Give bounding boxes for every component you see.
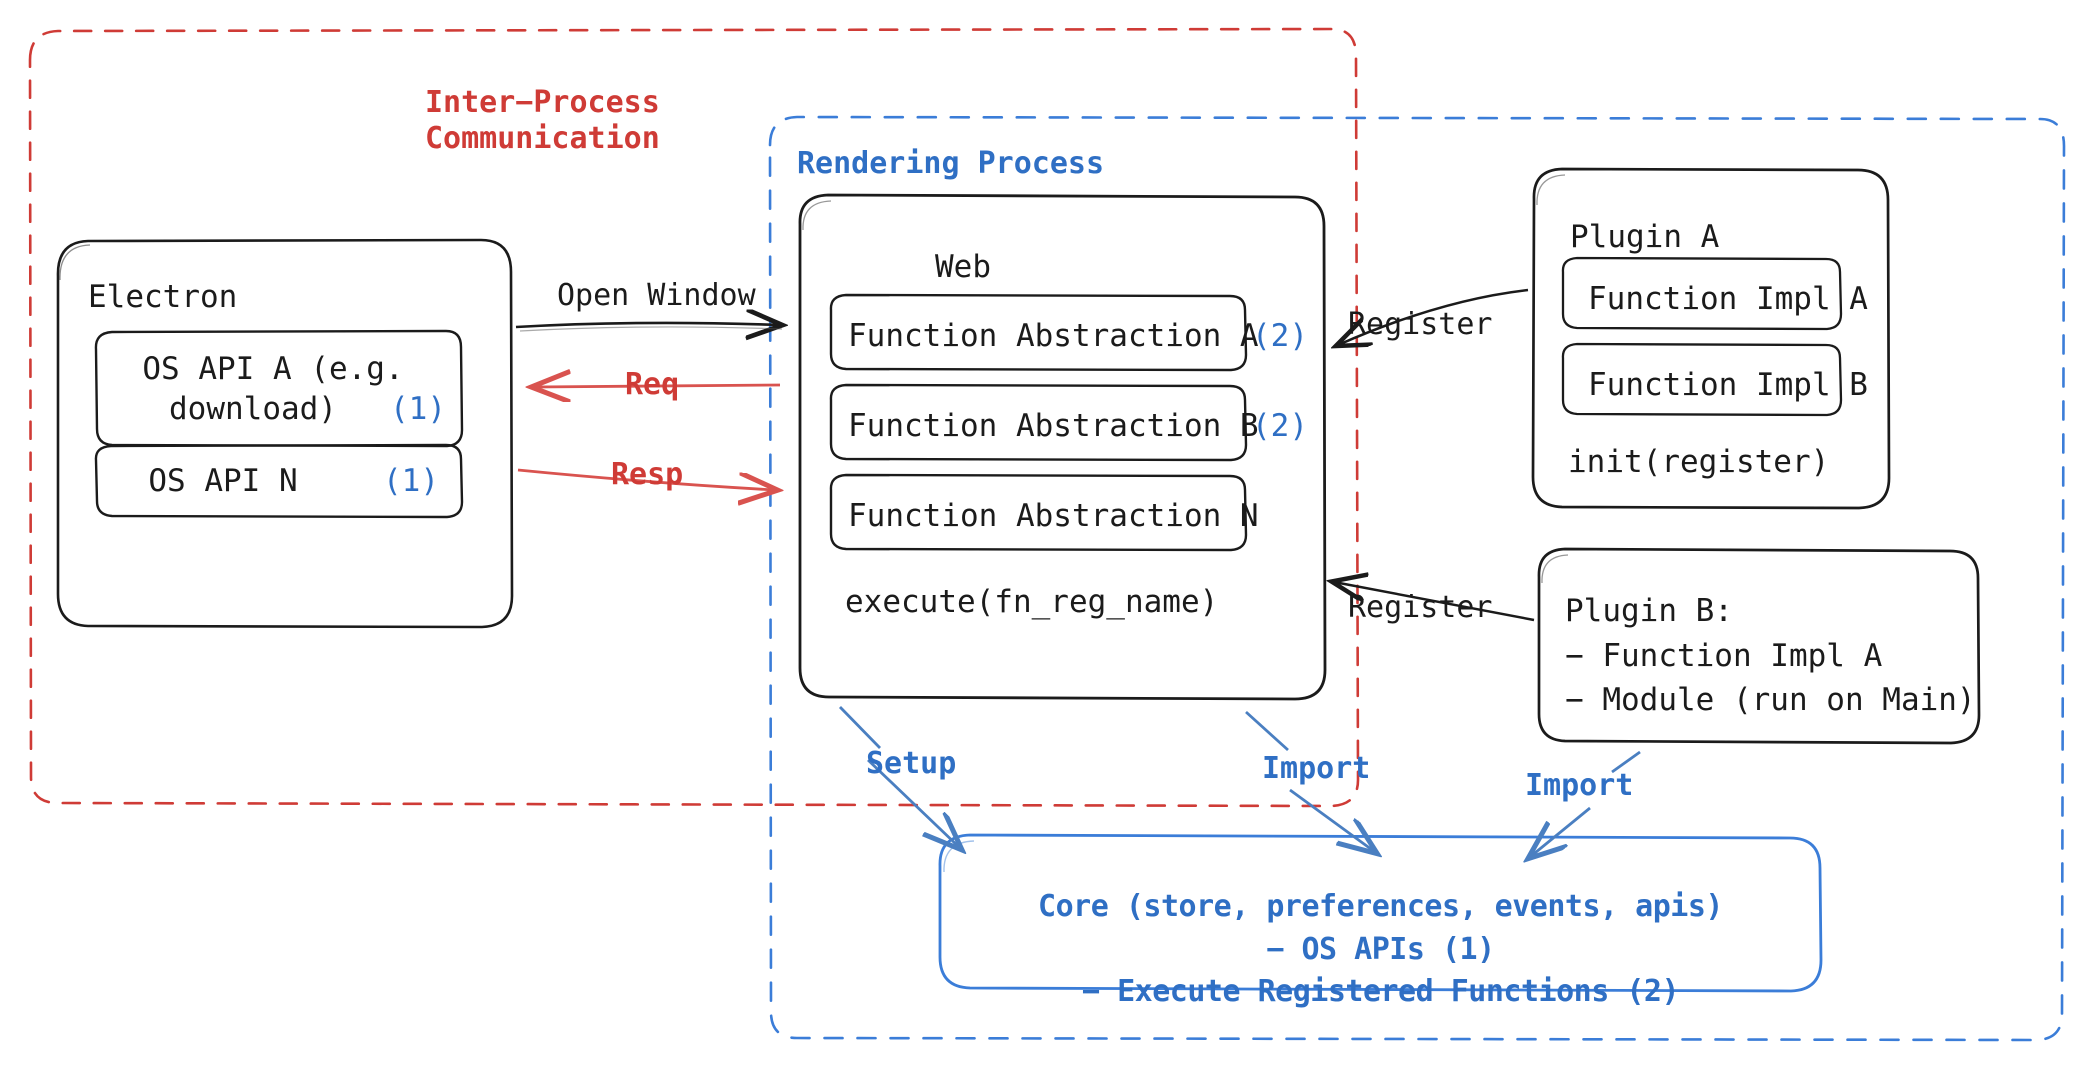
ipc-container-title-line2: Communication [425, 121, 660, 156]
plugin-a-init-label: init(register) [1568, 444, 1830, 480]
edge-label-import-plugin: Import [1525, 768, 1634, 803]
core-box-content: Core (store, preferences, events, apis) … [940, 860, 1821, 1014]
function-abstraction-a-label: Function Abstraction A [848, 318, 1259, 354]
edge-label-req: Req [625, 367, 680, 402]
edge-label-open-window: Open Window [557, 278, 756, 313]
electron-title: Electron [88, 279, 238, 315]
os-api-a-marker: (1) [390, 391, 446, 427]
plugin-b-item-2: − Module (run on Main) [1565, 682, 1976, 718]
web-box-outline [798, 193, 1327, 701]
web-execute-label: execute(fn_reg_name) [845, 584, 1219, 620]
plugin-a-function-impl-a-label: Function Impl A [1588, 281, 1868, 317]
core-line-3: − Execute Registered Functions (2) [1081, 974, 1680, 1010]
plugin-a-function-impl-b-label: Function Impl B [1588, 367, 1868, 403]
core-line-2: − OS APIs (1) [1266, 931, 1495, 967]
edge-label-resp: Resp [611, 457, 684, 492]
function-abstraction-n-label: Function Abstraction N [848, 498, 1259, 534]
os-api-a-label-line2: download) [169, 391, 337, 427]
os-api-n-label: OS API N [148, 463, 298, 499]
edge-label-register-b: Register [1348, 590, 1493, 625]
web-title: Web [935, 249, 991, 285]
edge-label-import-web: Import [1262, 751, 1371, 786]
rendering-process-title: Rendering Process [797, 146, 1105, 181]
os-api-n-marker: (1) [383, 463, 439, 499]
function-abstraction-b-label: Function Abstraction B [848, 408, 1259, 444]
os-api-a-label-line1: OS API A (e.g. [142, 351, 404, 387]
plugin-a-title: Plugin A [1570, 219, 1720, 255]
plugin-b-item-1: − Function Impl A [1565, 638, 1883, 674]
function-abstraction-a-marker: (2) [1252, 318, 1308, 354]
edge-label-register-a: Register [1348, 307, 1493, 342]
edge-label-setup: Setup [866, 746, 957, 781]
core-line-1: Core (store, preferences, events, apis) [1038, 889, 1723, 924]
ipc-container-title-line1: Inter−Process [425, 85, 660, 120]
plugin-b-title: Plugin B: [1565, 593, 1733, 629]
arrow-open-window [515, 323, 782, 331]
function-abstraction-b-marker: (2) [1252, 408, 1308, 444]
